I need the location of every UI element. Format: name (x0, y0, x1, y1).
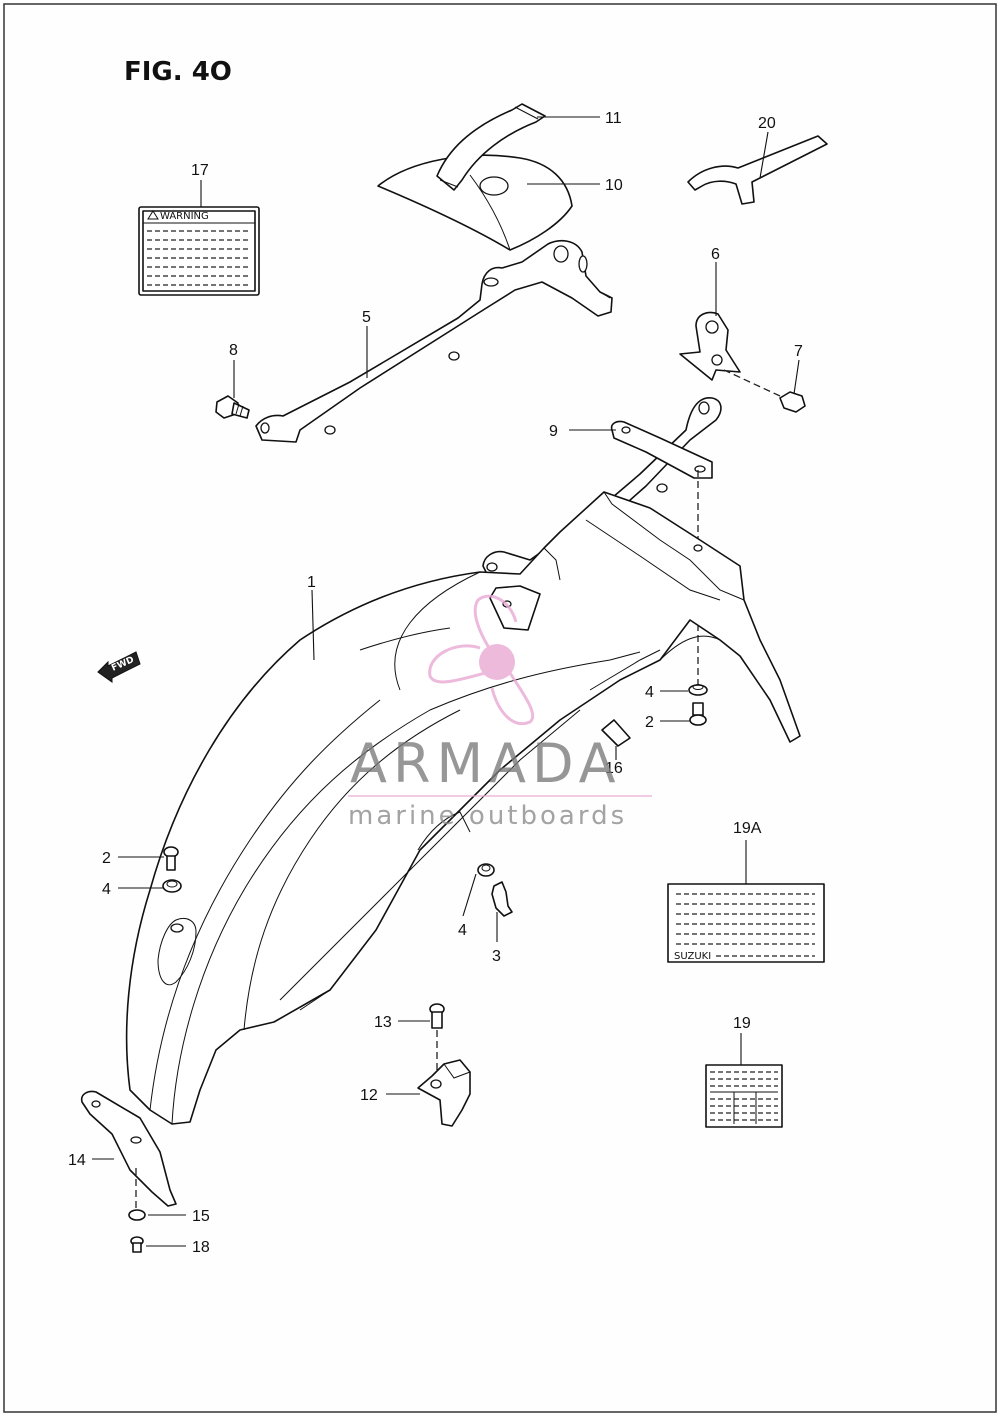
part-16-bolt (130, 1236, 144, 1253)
part-1-rear-fender (125, 491, 801, 1125)
part-9-frame-arm (482, 397, 722, 581)
callout-5: 5 (362, 309, 371, 326)
callout-10: 10 (605, 177, 623, 194)
part-19a-label: SUZUKI (667, 883, 825, 963)
warning-label-title: WARNING (160, 211, 209, 222)
page-border (3, 3, 997, 1413)
part-4-grommet-middle (477, 863, 495, 877)
part-12-clamp (417, 1059, 471, 1127)
part-11-strap (436, 103, 546, 191)
watermark-tagline: marine outboards (348, 801, 627, 831)
callout-2-left: 2 (102, 850, 111, 867)
part-2-screw-left (163, 846, 179, 871)
callout-13: 13 (374, 1014, 392, 1031)
callout-17: 16 (605, 760, 623, 777)
part-15-washer (128, 1209, 146, 1221)
part-4-grommet-left (162, 879, 182, 893)
part-6-mounting-plate (679, 311, 741, 381)
warning-triangle-icon (147, 210, 159, 220)
callout-20: 20 (758, 115, 776, 132)
callout-4-left: 4 (102, 881, 111, 898)
callout-7: 7 (794, 343, 803, 360)
callout-4-right: 4 (645, 684, 654, 701)
part-4-grommet-right (688, 684, 708, 696)
callout-1: 1 (307, 574, 316, 591)
callout-3: 3 (492, 948, 501, 965)
callout-14: 14 (68, 1152, 86, 1169)
part-17-pad (601, 719, 631, 747)
callout-6: 6 (711, 246, 720, 263)
part-5-bracket (255, 239, 613, 443)
part-20-spanner-tool (687, 135, 828, 205)
part-19-spec-label (705, 1064, 783, 1128)
callout-12: 12 (360, 1087, 378, 1104)
part-2-screw-right (689, 702, 707, 726)
part-7-bolt (723, 369, 806, 413)
callout-15: 15 (192, 1208, 210, 1225)
fwd-arrow-icon: FWD (97, 651, 141, 683)
part-18-warning-label: WARNING (138, 206, 260, 296)
part-14-bracket (80, 1090, 177, 1207)
watermark: ARMADA marine outboards (348, 594, 652, 831)
figure-title: FIG. 4O (124, 57, 232, 87)
callout-16: 18 (192, 1239, 210, 1256)
callout-19: 19 (733, 1015, 751, 1032)
callout-9: 9 (549, 423, 558, 440)
callout-11: 11 (605, 110, 622, 127)
callout-18: 17 (191, 162, 209, 179)
leader-lines (92, 116, 800, 1247)
propeller-logo-icon (428, 594, 535, 726)
callout-numbers: 11 10 20 17 6 7 5 8 9 1 4 2 16 2 4 4 3 1… (68, 110, 803, 1256)
callout-4-middle: 4 (458, 922, 467, 939)
part-8-bolt (215, 395, 250, 419)
callout-2-right: 2 (645, 714, 654, 731)
part-10-cover-pad (377, 154, 573, 251)
suzuki-brand-text: SUZUKI (674, 951, 711, 962)
callout-8: 8 (229, 342, 238, 359)
watermark-brand: ARMADA (350, 732, 622, 795)
part-13-bolt (429, 1003, 445, 1029)
callout-19a: 19A (733, 820, 762, 837)
part-3-screw (491, 881, 513, 917)
